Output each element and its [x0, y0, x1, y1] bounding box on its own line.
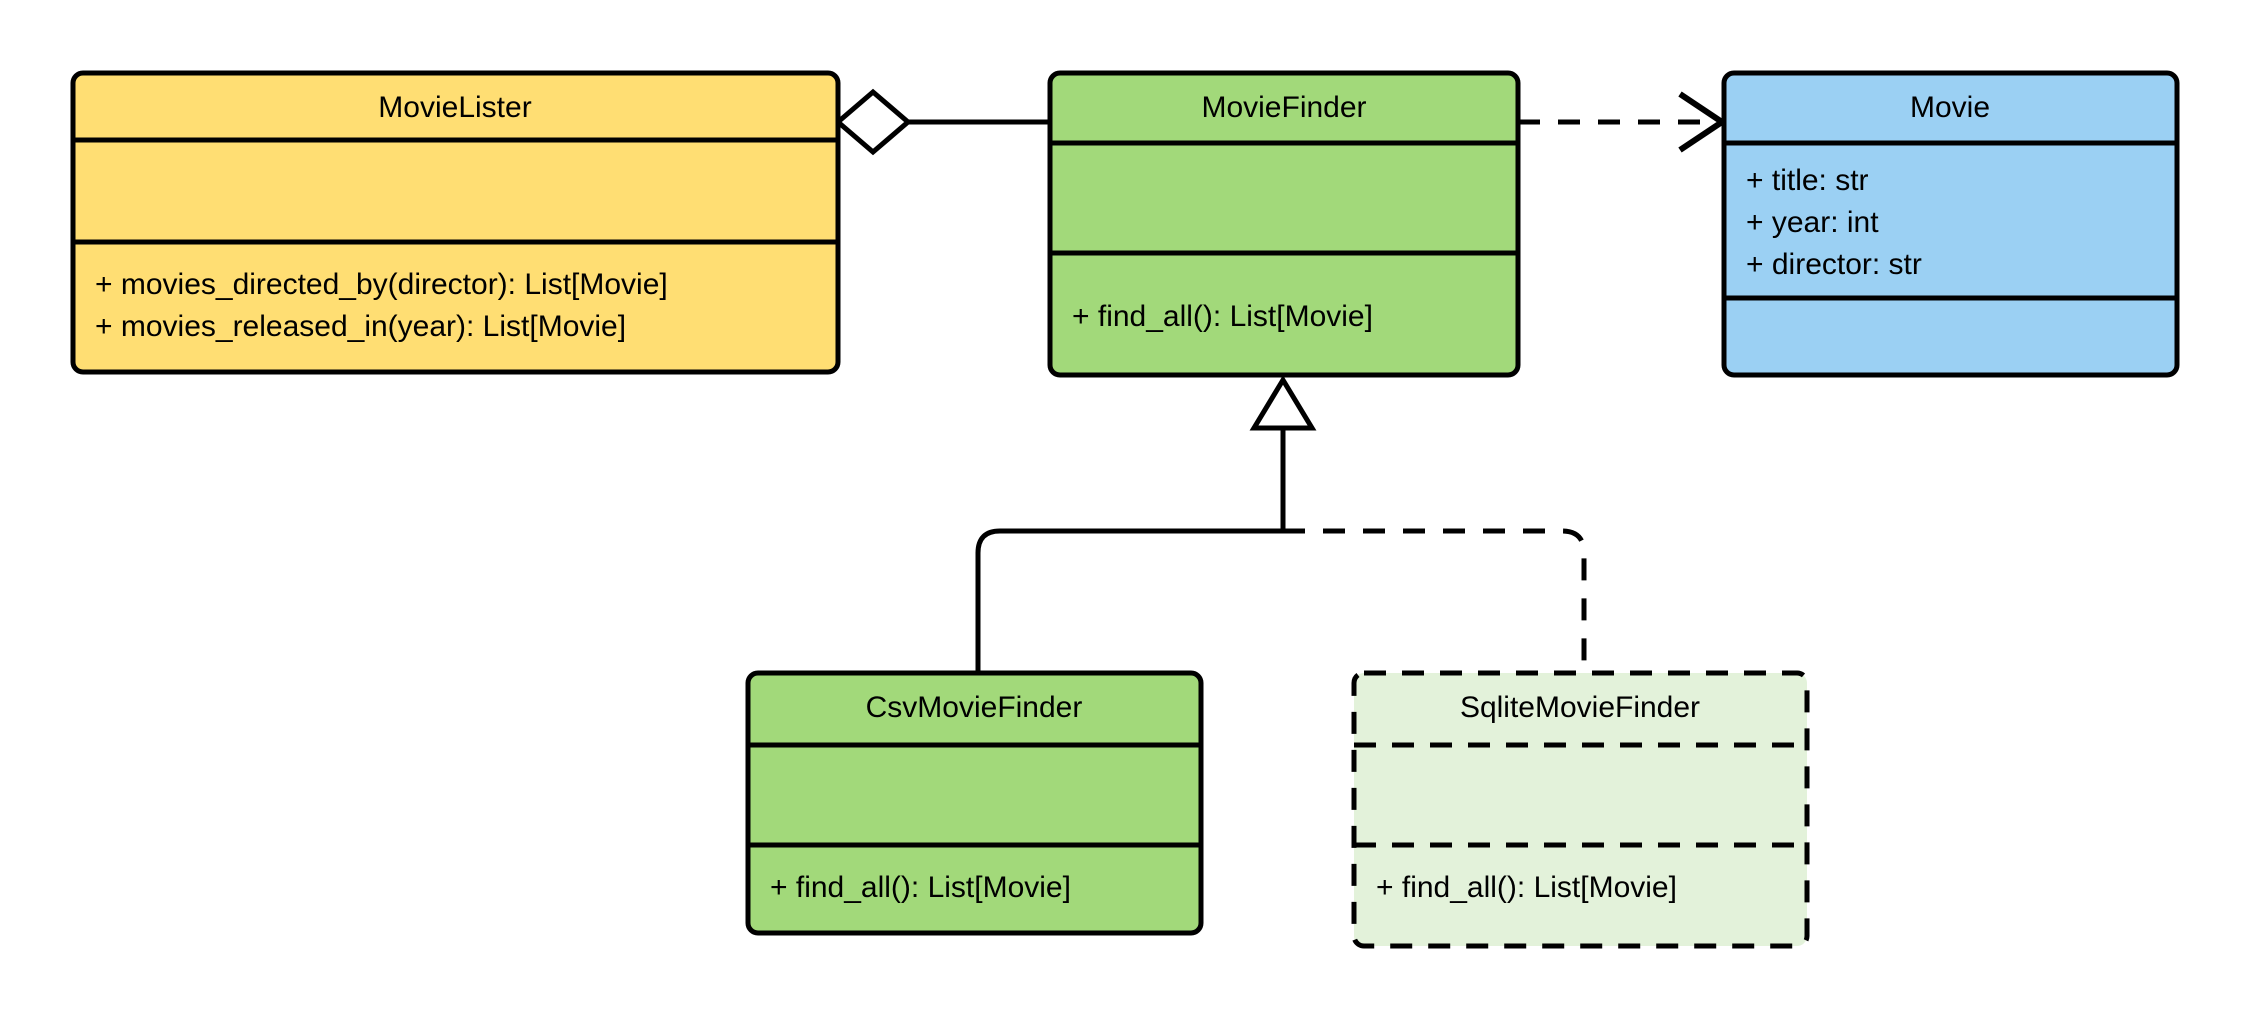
relationship-dependency-finder-movie[interactable] [1518, 91, 1728, 153]
class-box-sqlite-movie-finder[interactable]: SqliteMovieFinder + find_all(): List[Mov… [1351, 670, 1810, 949]
movie-attribute-1: + year: int [1746, 206, 1879, 239]
movie-finder-title: MovieFinder [1201, 91, 1366, 124]
csv-movie-finder-frame [745, 670, 1204, 936]
class-box-movie-lister[interactable]: MovieLister + movies_directed_by(directo… [70, 70, 841, 375]
movie-title: Movie [1910, 91, 1990, 124]
movie-lister-title: MovieLister [378, 91, 531, 124]
csv-movie-finder-method-0: + find_all(): List[Movie] [770, 871, 1071, 904]
sqlite-movie-finder-title: SqliteMovieFinder [1460, 691, 1700, 724]
movie-attribute-2: + director: str [1746, 248, 1922, 281]
movie-lister-frame [70, 70, 841, 375]
movie-lister-method-0: + movies_directed_by(director): List[Mov… [95, 268, 668, 301]
class-box-movie-finder[interactable]: MovieFinder + find_all(): List[Movie] [1047, 70, 1521, 378]
movie-finder-method-0: + find_all(): List[Movie] [1072, 300, 1373, 333]
relationship-aggregation-lister-finder[interactable] [834, 88, 1050, 156]
relationship-generalization-group [975, 375, 1587, 673]
hollow-triangle-icon [1249, 375, 1317, 431]
movie-finder-frame [1047, 70, 1521, 378]
hollow-diamond-icon [834, 88, 912, 156]
class-box-movie[interactable]: Movie + title: str + year: int + directo… [1721, 70, 2180, 378]
generalization-branch-csv[interactable] [975, 528, 1283, 673]
class-box-csv-movie-finder[interactable]: CsvMovieFinder + find_all(): List[Movie] [745, 670, 1204, 936]
csv-movie-finder-title: CsvMovieFinder [866, 691, 1083, 724]
sqlite-movie-finder-frame [1351, 670, 1810, 949]
movie-lister-method-1: + movies_released_in(year): List[Movie] [95, 310, 626, 343]
generalization-branch-sqlite[interactable] [1283, 528, 1587, 673]
sqlite-movie-finder-method-0: + find_all(): List[Movie] [1376, 871, 1677, 904]
movie-attribute-0: + title: str [1746, 164, 1869, 197]
